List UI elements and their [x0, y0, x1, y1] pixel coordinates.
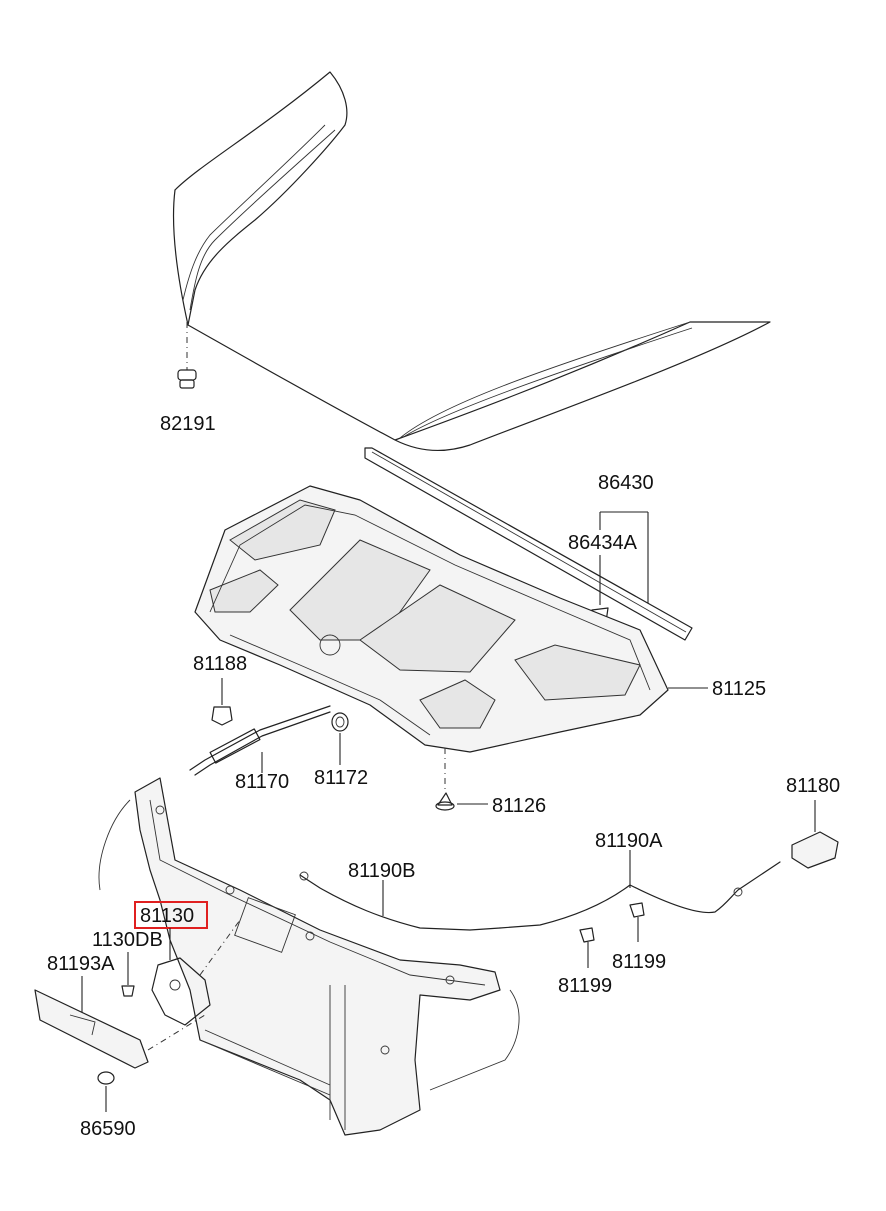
latch-cover[interactable] [34, 976, 206, 1069]
label-81130[interactable]: 81130 [140, 905, 194, 927]
label-82191[interactable]: 82191 [160, 413, 216, 435]
label-81188[interactable]: 81188 [193, 653, 247, 675]
label-81126[interactable]: 81126 [492, 795, 546, 817]
hood-bump-stop[interactable] [177, 369, 197, 389]
release-handle[interactable] [791, 800, 839, 869]
label-81190A[interactable]: 81190A [595, 830, 663, 852]
stay-rod-grommet[interactable] [331, 712, 349, 765]
label-81190B[interactable]: 81190B [348, 860, 415, 882]
cable-clip-1[interactable] [579, 927, 595, 968]
label-81172[interactable]: 81172 [314, 767, 368, 789]
hood-panel[interactable] [172, 71, 771, 451]
label-86430[interactable]: 86430 [598, 472, 654, 494]
cover-fastener[interactable] [97, 1071, 115, 1112]
hood-stay-rod[interactable] [189, 705, 331, 776]
release-cable-b[interactable] [299, 871, 501, 931]
label-81170[interactable]: 81170 [235, 771, 289, 793]
radiator-support[interactable] [98, 777, 520, 1136]
label-81193A[interactable]: 81193A [47, 953, 115, 975]
hood-insulator[interactable] [194, 485, 708, 790]
label-86434A[interactable]: 86434A [568, 532, 638, 554]
label-81125[interactable]: 81125 [712, 678, 766, 700]
insulator-grommet[interactable] [435, 792, 488, 811]
cable-clip-2[interactable] [629, 902, 645, 942]
highlight-box-81130 [134, 901, 208, 929]
label-86590[interactable]: 86590 [80, 1118, 136, 1140]
stay-rod-clip[interactable] [211, 678, 233, 726]
latch-bolt[interactable] [121, 952, 135, 997]
label-81180[interactable]: 81180 [786, 775, 840, 797]
label-1130DB[interactable]: 1130DB [92, 929, 163, 951]
hood-latch[interactable] [151, 919, 241, 1026]
label-81199-2[interactable]: 81199 [612, 951, 666, 973]
label-81199-1[interactable]: 81199 [558, 975, 612, 997]
release-cable-a[interactable] [499, 850, 781, 929]
hood-weatherstrip[interactable] [364, 447, 693, 641]
